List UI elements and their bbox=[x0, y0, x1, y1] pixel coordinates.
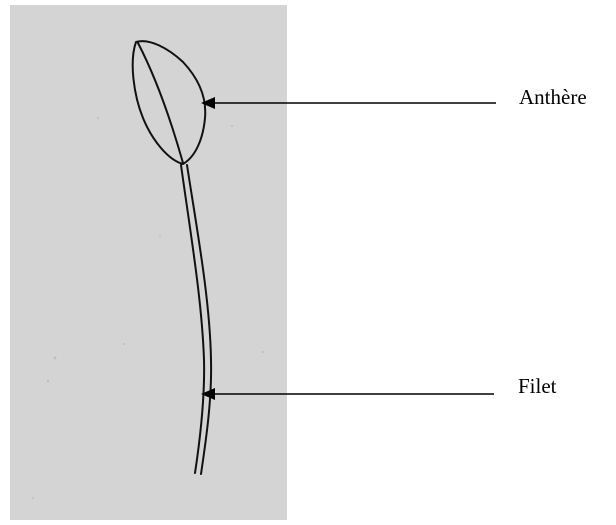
anther-label: Anthère bbox=[519, 87, 587, 108]
photo-background bbox=[10, 5, 287, 520]
filament-label: Filet bbox=[518, 376, 557, 397]
